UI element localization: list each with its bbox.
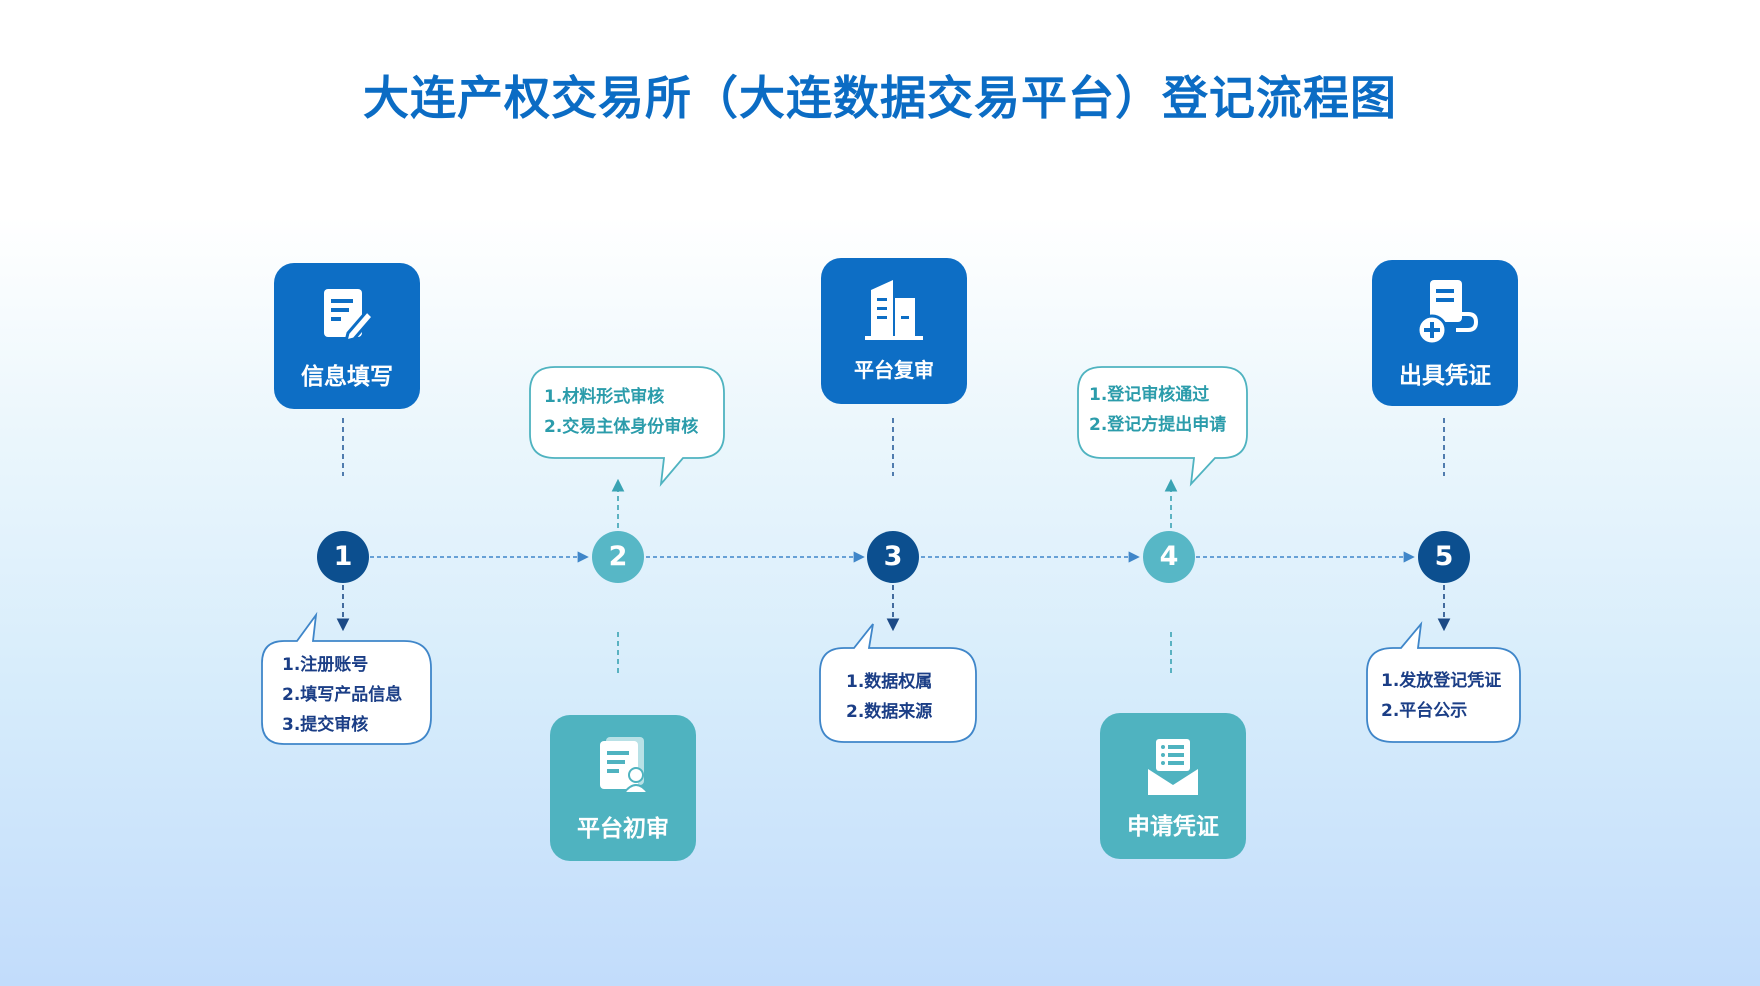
bubble-step2-outline <box>529 366 725 487</box>
step4-label: 申请凭证 <box>1127 814 1219 840</box>
bubble-step3-line1: 1.数据权属 <box>846 672 933 692</box>
document-plus-icon <box>1416 280 1479 346</box>
bubble-step1-outline <box>261 611 432 745</box>
bubble-step1: 1.注册账号 2.填写产品信息 3.提交审核 <box>282 650 402 740</box>
step2-box: 平台初审 <box>550 715 696 861</box>
step1-label: 信息填写 <box>301 364 393 390</box>
bubble-step3-outline <box>819 623 977 743</box>
document-user-icon <box>600 737 651 794</box>
bubble-step1-line1: 1.注册账号 <box>282 655 369 675</box>
step5-box: 出具凭证 <box>1372 260 1518 406</box>
bubble-step1-line3: 3.提交审核 <box>282 715 369 735</box>
step5-label: 出具凭证 <box>1399 363 1491 389</box>
bubble-step5-line2: 2.平台公示 <box>1381 701 1468 721</box>
bubble-step5-outline <box>1366 621 1521 743</box>
bubble-step2-line1: 1.材料形式审核 <box>544 387 665 407</box>
bubble-step4: 1.登记审核通过 2.登记方提出申请 <box>1089 380 1226 440</box>
bubble-step5: 1.发放登记凭证 2.平台公示 <box>1381 666 1501 726</box>
bubble-step3: 1.数据权属 2.数据来源 <box>846 667 932 727</box>
step2-label: 平台初审 <box>577 816 669 842</box>
bubble-step1-line2: 2.填写产品信息 <box>282 685 403 705</box>
step4-box: 申请凭证 <box>1100 713 1246 859</box>
step3-box: 平台复审 <box>821 258 967 404</box>
page-title: 大连产权交易所（大连数据交易平台）登记流程图 <box>363 71 1397 125</box>
bubble-step4-outline <box>1077 366 1248 487</box>
bubble-step2-line2: 2.交易主体身份审核 <box>544 417 699 437</box>
step1-box: 信息填写 <box>274 263 420 409</box>
building-icon <box>865 280 923 340</box>
bubble-step4-line1: 1.登记审核通过 <box>1089 385 1210 405</box>
step3-node: 3 <box>867 531 919 583</box>
step5-node: 5 <box>1418 531 1470 583</box>
bubble-step5-line1: 1.发放登记凭证 <box>1381 671 1502 691</box>
step4-node: 4 <box>1143 531 1195 583</box>
document-edit-icon <box>324 289 376 344</box>
step1-node: 1 <box>317 531 369 583</box>
envelope-list-icon <box>1148 739 1198 795</box>
step3-label: 平台复审 <box>854 358 934 382</box>
step2-node: 2 <box>592 531 644 583</box>
bubble-step4-line2: 2.登记方提出申请 <box>1089 415 1227 435</box>
bubble-step3-line2: 2.数据来源 <box>846 702 933 722</box>
bubble-step2: 1.材料形式审核 2.交易主体身份审核 <box>544 382 698 442</box>
